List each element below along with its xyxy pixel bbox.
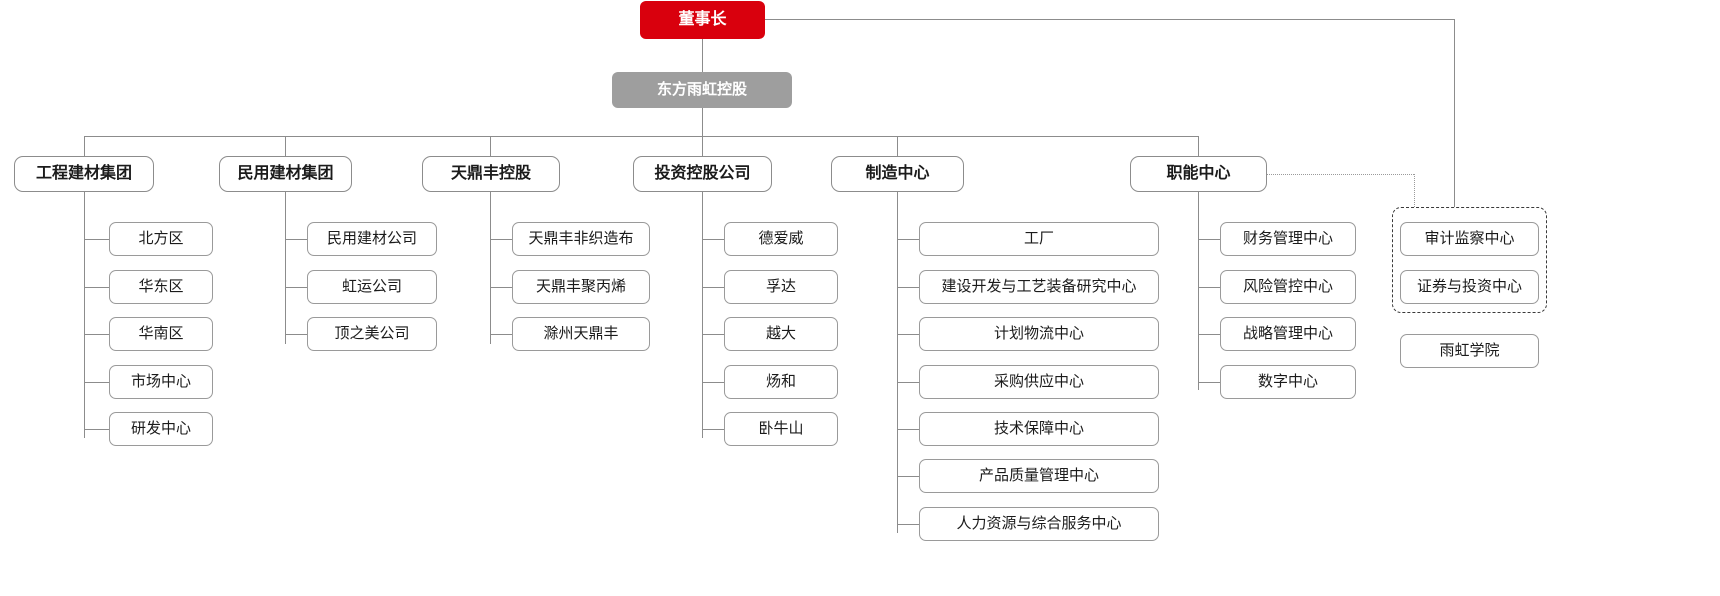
child-node-1-2[interactable]: 顶之美公司: [307, 317, 437, 351]
bus-drop-1: [84, 136, 85, 156]
direct-group-item-1[interactable]: 证券与投资中心: [1400, 270, 1539, 304]
elbow-1-0: [285, 239, 307, 240]
direct-group-item-0[interactable]: 审计监察中心: [1400, 222, 1539, 256]
child-node-5-3[interactable]: 数字中心: [1220, 365, 1356, 399]
bus-drop-2: [285, 136, 286, 156]
child-node-4-3[interactable]: 采购供应中心: [919, 365, 1159, 399]
division-node-1[interactable]: 民用建材集团: [219, 156, 352, 192]
child-node-4-6[interactable]: 人力资源与综合服务中心: [919, 507, 1159, 541]
elbow-5-0: [1198, 239, 1220, 240]
main-bus: [84, 136, 1199, 137]
elbow-4-4: [897, 429, 919, 430]
elbow-0-4: [84, 429, 109, 430]
bus-drop-4: [702, 136, 703, 156]
elbow-4-5: [897, 476, 919, 477]
child-node-3-2[interactable]: 越大: [724, 317, 838, 351]
child-node-3-1[interactable]: 孚达: [724, 270, 838, 304]
elbow-5-2: [1198, 334, 1220, 335]
division-node-5[interactable]: 职能中心: [1130, 156, 1267, 192]
elbow-3-2: [702, 334, 724, 335]
elbow-3-1: [702, 287, 724, 288]
child-node-1-1[interactable]: 虹运公司: [307, 270, 437, 304]
bus-drop-3: [490, 136, 491, 156]
connector-holding-to-bus: [702, 108, 703, 136]
child-node-4-0[interactable]: 工厂: [919, 222, 1159, 256]
spine-1: [285, 192, 286, 344]
division-node-2[interactable]: 天鼎丰控股: [422, 156, 560, 192]
elbow-5-1: [1198, 287, 1220, 288]
connector-chairman-to-holding: [702, 39, 703, 72]
elbow-0-2: [84, 334, 109, 335]
child-node-1-0[interactable]: 民用建材公司: [307, 222, 437, 256]
child-node-5-0[interactable]: 财务管理中心: [1220, 222, 1356, 256]
spine-5: [1198, 192, 1199, 390]
dotted-connector-down: [1414, 174, 1415, 207]
elbow-3-0: [702, 239, 724, 240]
connector-chairman-right: [765, 19, 1454, 20]
child-node-2-0[interactable]: 天鼎丰非织造布: [512, 222, 650, 256]
elbow-2-1: [490, 287, 512, 288]
elbow-4-6: [897, 524, 919, 525]
child-node-0-3[interactable]: 市场中心: [109, 365, 213, 399]
child-node-3-4[interactable]: 卧牛山: [724, 412, 838, 446]
elbow-2-2: [490, 334, 512, 335]
spine-0: [84, 192, 85, 438]
elbow-2-0: [490, 239, 512, 240]
elbow-3-3: [702, 382, 724, 383]
elbow-4-3: [897, 382, 919, 383]
spine-4: [897, 192, 898, 533]
child-node-3-3[interactable]: 炀和: [724, 365, 838, 399]
child-node-2-1[interactable]: 天鼎丰聚丙烯: [512, 270, 650, 304]
child-node-2-2[interactable]: 滁州天鼎丰: [512, 317, 650, 351]
child-node-0-0[interactable]: 北方区: [109, 222, 213, 256]
elbow-1-2: [285, 334, 307, 335]
elbow-0-1: [84, 287, 109, 288]
division-node-3[interactable]: 投资控股公司: [633, 156, 772, 192]
spine-2: [490, 192, 491, 344]
elbow-4-1: [897, 287, 919, 288]
child-node-4-5[interactable]: 产品质量管理中心: [919, 459, 1159, 493]
node-chairman[interactable]: 董事长: [640, 1, 765, 39]
bus-drop-6: [1198, 136, 1199, 156]
dotted-connector-functional-to-audit: [1267, 174, 1414, 175]
child-node-0-1[interactable]: 华东区: [109, 270, 213, 304]
standalone-item-0[interactable]: 雨虹学院: [1400, 334, 1539, 368]
child-node-4-2[interactable]: 计划物流中心: [919, 317, 1159, 351]
child-node-0-4[interactable]: 研发中心: [109, 412, 213, 446]
child-node-4-4[interactable]: 技术保障中心: [919, 412, 1159, 446]
elbow-1-1: [285, 287, 307, 288]
elbow-5-3: [1198, 382, 1220, 383]
elbow-0-0: [84, 239, 109, 240]
elbow-4-0: [897, 239, 919, 240]
connector-chairman-right-down: [1454, 19, 1455, 207]
bus-drop-5: [897, 136, 898, 156]
division-node-4[interactable]: 制造中心: [831, 156, 964, 192]
child-node-0-2[interactable]: 华南区: [109, 317, 213, 351]
spine-3: [702, 192, 703, 438]
elbow-0-3: [84, 382, 109, 383]
elbow-4-2: [897, 334, 919, 335]
direct-report-group-frame: [1392, 207, 1547, 313]
division-node-0[interactable]: 工程建材集团: [14, 156, 154, 192]
child-node-5-2[interactable]: 战略管理中心: [1220, 317, 1356, 351]
child-node-3-0[interactable]: 德爱威: [724, 222, 838, 256]
child-node-5-1[interactable]: 风险管控中心: [1220, 270, 1356, 304]
child-node-4-1[interactable]: 建设开发与工艺装备研究中心: [919, 270, 1159, 304]
node-holding[interactable]: 东方雨虹控股: [612, 72, 792, 108]
elbow-3-4: [702, 429, 724, 430]
